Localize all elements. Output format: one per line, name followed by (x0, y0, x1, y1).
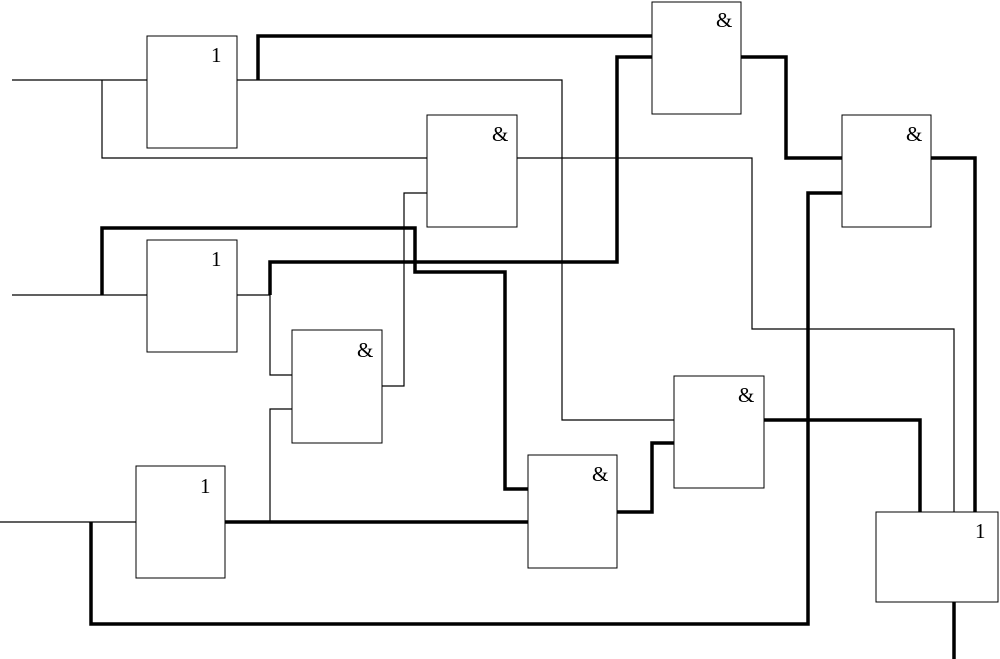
and4-to-and5-wire (617, 441, 674, 514)
or-gate-output-label: 1 (975, 519, 986, 543)
or-gate-1: 1 (146, 35, 238, 149)
or1-to-and1-wire (256, 34, 652, 80)
and-gate-4-box (527, 454, 618, 569)
and-gate-5-box (673, 375, 765, 489)
or-gate-output-box (875, 511, 999, 603)
input2-to-and4-wire (100, 226, 528, 491)
or-gate-3: 1 (135, 465, 226, 579)
and-gate-4: & (527, 454, 618, 569)
and6-to-output-wire (931, 156, 977, 512)
or-gate-2: 1 (146, 239, 238, 353)
and-gate-1-label: & (716, 8, 732, 32)
or-gate-2-label: 1 (211, 247, 222, 271)
and-gate-5-label: & (738, 383, 754, 407)
and-gate-5: & (673, 375, 765, 489)
and-gate-6-box (841, 114, 932, 228)
input-1-branch-wire (101, 80, 427, 159)
and-gate-1: & (651, 1, 742, 115)
or-gate-3-box (135, 465, 226, 579)
and-gate-2-label: & (492, 122, 508, 146)
or2-to-and3-wire (237, 294, 292, 376)
and2-to-output-wire (517, 157, 955, 512)
and-gate-3-label: & (357, 338, 373, 362)
or-gate-2-box (146, 239, 238, 353)
and-gate-6: & (841, 114, 932, 228)
or-gate-output: 1 (875, 511, 999, 603)
and5-to-output-wire (764, 418, 922, 512)
or3-to-and3-wire (269, 408, 292, 522)
and3-to-and2-wire (382, 192, 427, 387)
and-gate-2-box (426, 114, 518, 228)
and-gate-3: & (291, 329, 383, 444)
thin-wires (0, 79, 955, 523)
or-gate-1-label: 1 (211, 43, 222, 67)
and-gate-6-label: & (906, 122, 922, 146)
input3-to-and6-wire (89, 191, 842, 626)
and1-to-and6-wire (741, 55, 842, 160)
and-gate-2: & (426, 114, 518, 228)
and-gate-1-box (651, 1, 742, 115)
or-gate-1-box (146, 35, 238, 149)
and-gate-4-label: & (592, 462, 608, 486)
thick-wires (89, 34, 977, 659)
or2-to-and1-wire (268, 55, 652, 295)
or-gate-3-label: 1 (200, 474, 211, 498)
and-gate-3-box (291, 329, 383, 444)
or1-to-and5-wire (237, 79, 674, 421)
